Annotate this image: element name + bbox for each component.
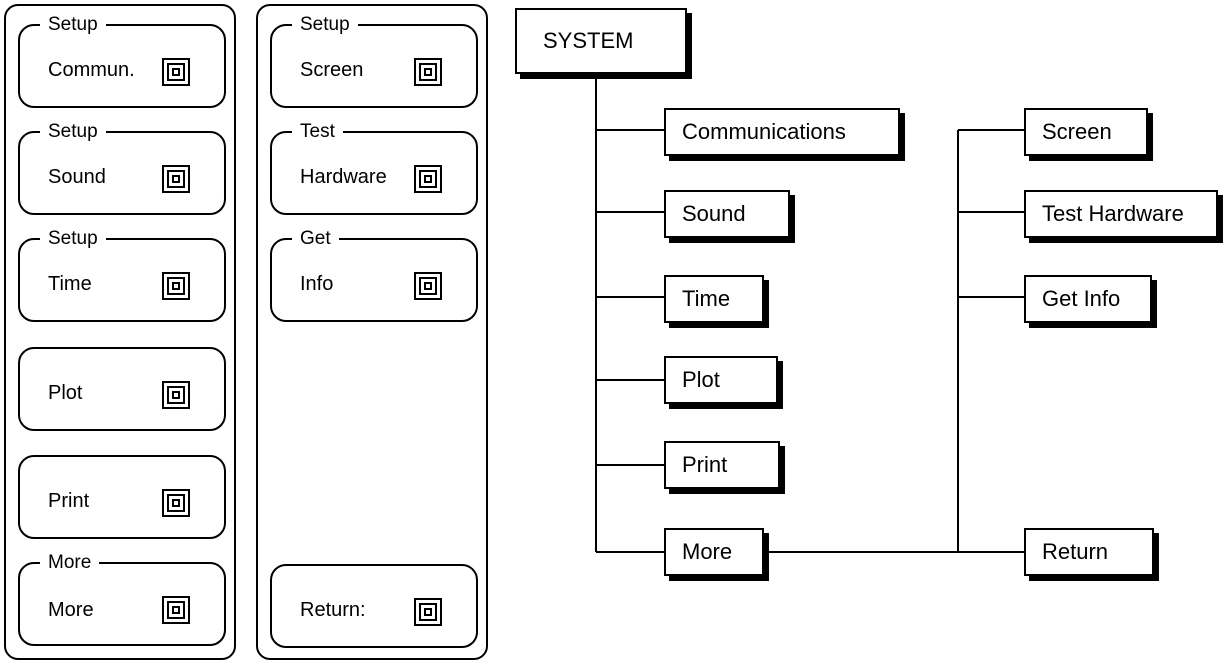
softkey-button-icon[interactable]	[414, 165, 442, 193]
tree-node-more: More	[664, 528, 764, 576]
tree-node-time: Time	[664, 275, 764, 323]
softkey-button-icon[interactable]	[414, 272, 442, 300]
right-softkey-panel: Setup Screen Test Hardware Get Info Retu…	[256, 4, 488, 660]
tree-node-get-info: Get Info	[1024, 275, 1152, 323]
tree-node-return: Return	[1024, 528, 1154, 576]
softkey-group-label: Setup	[40, 14, 106, 36]
softkey-button-icon[interactable]	[162, 381, 190, 409]
tree-node-screen: Screen	[1024, 108, 1148, 156]
softkey-button-icon[interactable]	[162, 165, 190, 193]
softkey-label: Hardware	[300, 166, 387, 188]
softkey-label: Info	[300, 273, 334, 295]
softkey-label: Return:	[300, 599, 366, 621]
softkey-group-label: Setup	[292, 14, 358, 36]
softkey-setup-commun[interactable]: Setup Commun.	[18, 14, 226, 108]
left-softkey-panel: Setup Commun. Setup Sound Setup Time Plo…	[4, 4, 236, 660]
softkey-button-icon[interactable]	[414, 58, 442, 86]
softkey-label: More	[48, 599, 94, 621]
softkey-label: Plot	[48, 382, 83, 404]
softkey-label: Screen	[300, 59, 364, 81]
softkey-plot[interactable]: Plot	[18, 347, 226, 431]
tree-node-communications: Communications	[664, 108, 900, 156]
softkey-setup-screen[interactable]: Setup Screen	[270, 14, 478, 108]
softkey-button-icon[interactable]	[162, 596, 190, 624]
softkey-more[interactable]: More More	[18, 552, 226, 646]
softkey-label: Time	[48, 273, 92, 295]
tree-node-plot: Plot	[664, 356, 778, 404]
tree-node-print: Print	[664, 441, 780, 489]
softkey-test-hardware[interactable]: Test Hardware	[270, 121, 478, 215]
softkey-setup-sound[interactable]: Setup Sound	[18, 121, 226, 215]
softkey-button-icon[interactable]	[162, 489, 190, 517]
tree-node-test-hardware: Test Hardware	[1024, 190, 1218, 238]
softkey-setup-time[interactable]: Setup Time	[18, 228, 226, 322]
softkey-button-icon[interactable]	[162, 58, 190, 86]
softkey-get-info[interactable]: Get Info	[270, 228, 478, 322]
softkey-label: Sound	[48, 166, 106, 188]
softkey-button-icon[interactable]	[162, 272, 190, 300]
softkey-label: Print	[48, 490, 90, 512]
tree-node-sound: Sound	[664, 190, 790, 238]
softkey-button-icon[interactable]	[414, 598, 442, 626]
softkey-group-label: More	[40, 552, 100, 574]
softkey-group-label: Setup	[40, 228, 106, 250]
softkey-group-label: Setup	[40, 121, 106, 143]
tree-node-system: SYSTEM	[515, 8, 687, 74]
softkey-label: Commun.	[48, 59, 135, 81]
softkey-print[interactable]: Print	[18, 455, 226, 539]
softkey-return[interactable]: Return:	[270, 564, 478, 648]
softkey-group-label: Get	[292, 228, 339, 250]
softkey-group-label: Test	[292, 121, 343, 143]
